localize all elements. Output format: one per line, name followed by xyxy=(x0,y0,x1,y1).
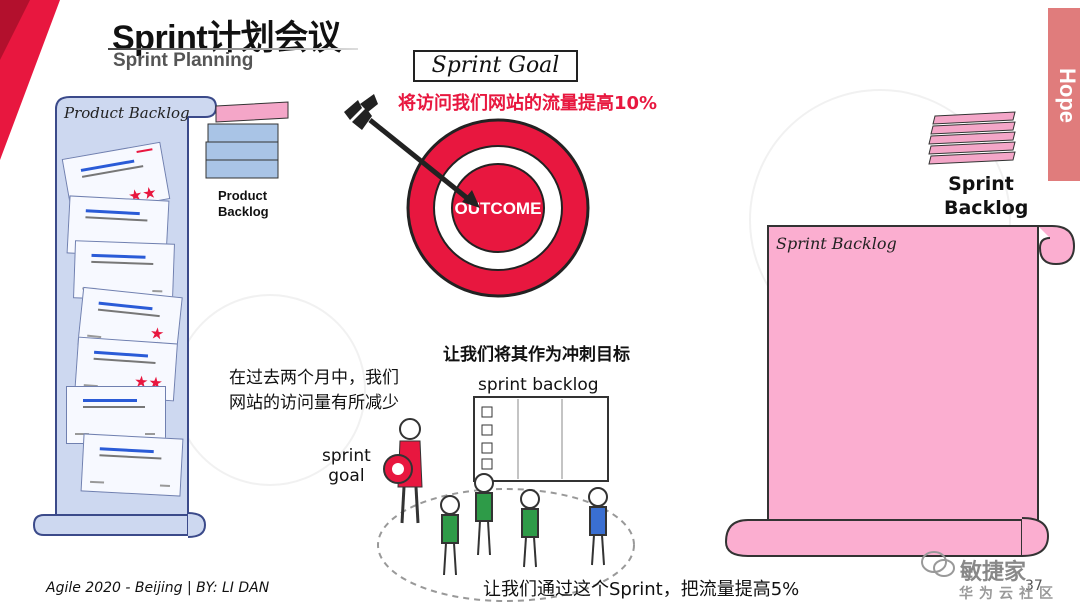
caption-sprint-goal-intent: 让我们将其作为冲刺目标 xyxy=(443,345,630,365)
title-divider xyxy=(108,48,358,50)
product-backlog-label: Product Backlog xyxy=(218,188,269,220)
caption-increase-traffic: 让我们通过这个Sprint，把流量提高5% xyxy=(483,579,800,600)
watermark-brand: 敏捷家 xyxy=(960,560,1027,585)
hope-tab[interactable]: Hope xyxy=(1048,8,1080,181)
product-backlog-label-line2: Backlog xyxy=(218,204,269,219)
sprint-goal-box: Sprint Goal xyxy=(413,50,578,82)
caption-traffic-decrease: 在过去两个月中，我们 网站的访问量有所减少 xyxy=(229,366,399,416)
footer-credit: Agile 2020 - Beijing | BY: LI DAN xyxy=(46,580,270,596)
wechat-icon xyxy=(921,551,955,577)
product-backlog-label-line1: Product xyxy=(218,188,268,203)
sketch-sprint-goal-line2: goal xyxy=(328,466,365,486)
sprint-backlog-scroll xyxy=(724,225,1076,557)
page-number: 37 xyxy=(1025,578,1043,594)
team-illustration xyxy=(377,396,635,602)
product-backlog-scroll-title: Product Backlog xyxy=(64,104,190,122)
page-title: Sprint计划会议 xyxy=(112,19,342,57)
hope-tab-label: Hope xyxy=(1055,68,1080,123)
sketch-sprint-backlog-label: sprint backlog xyxy=(478,375,599,395)
sprint-backlog-label-line2: Backlog xyxy=(944,197,1029,219)
story-card xyxy=(80,433,184,497)
page-subtitle: Sprint Planning xyxy=(113,50,254,71)
sprint-backlog-label-line1: Sprint xyxy=(948,173,1014,195)
sprint-goal-text: 将访问我们网站的流量提高10% xyxy=(398,93,658,114)
sketch-sprint-goal-line1: sprint xyxy=(322,446,371,466)
sprint-backlog-stack-icon xyxy=(928,111,1016,165)
corner-decoration xyxy=(0,0,60,160)
target-icon: OUTCOME xyxy=(344,94,590,298)
watermark-community: 华为云社区 xyxy=(959,586,1059,602)
caption-traffic-line2: 网站的访问量有所减少 xyxy=(229,393,399,413)
sprint-backlog-scroll-title: Sprint Backlog xyxy=(776,234,897,253)
product-backlog-stack-icon xyxy=(205,101,289,179)
star-icon: ★ xyxy=(148,323,166,344)
sprint-backlog-label: Sprint Backlog xyxy=(944,172,1029,220)
caption-traffic-line1: 在过去两个月中，我们 xyxy=(229,368,399,388)
sketch-sprint-goal-label: sprint goal xyxy=(322,446,371,486)
